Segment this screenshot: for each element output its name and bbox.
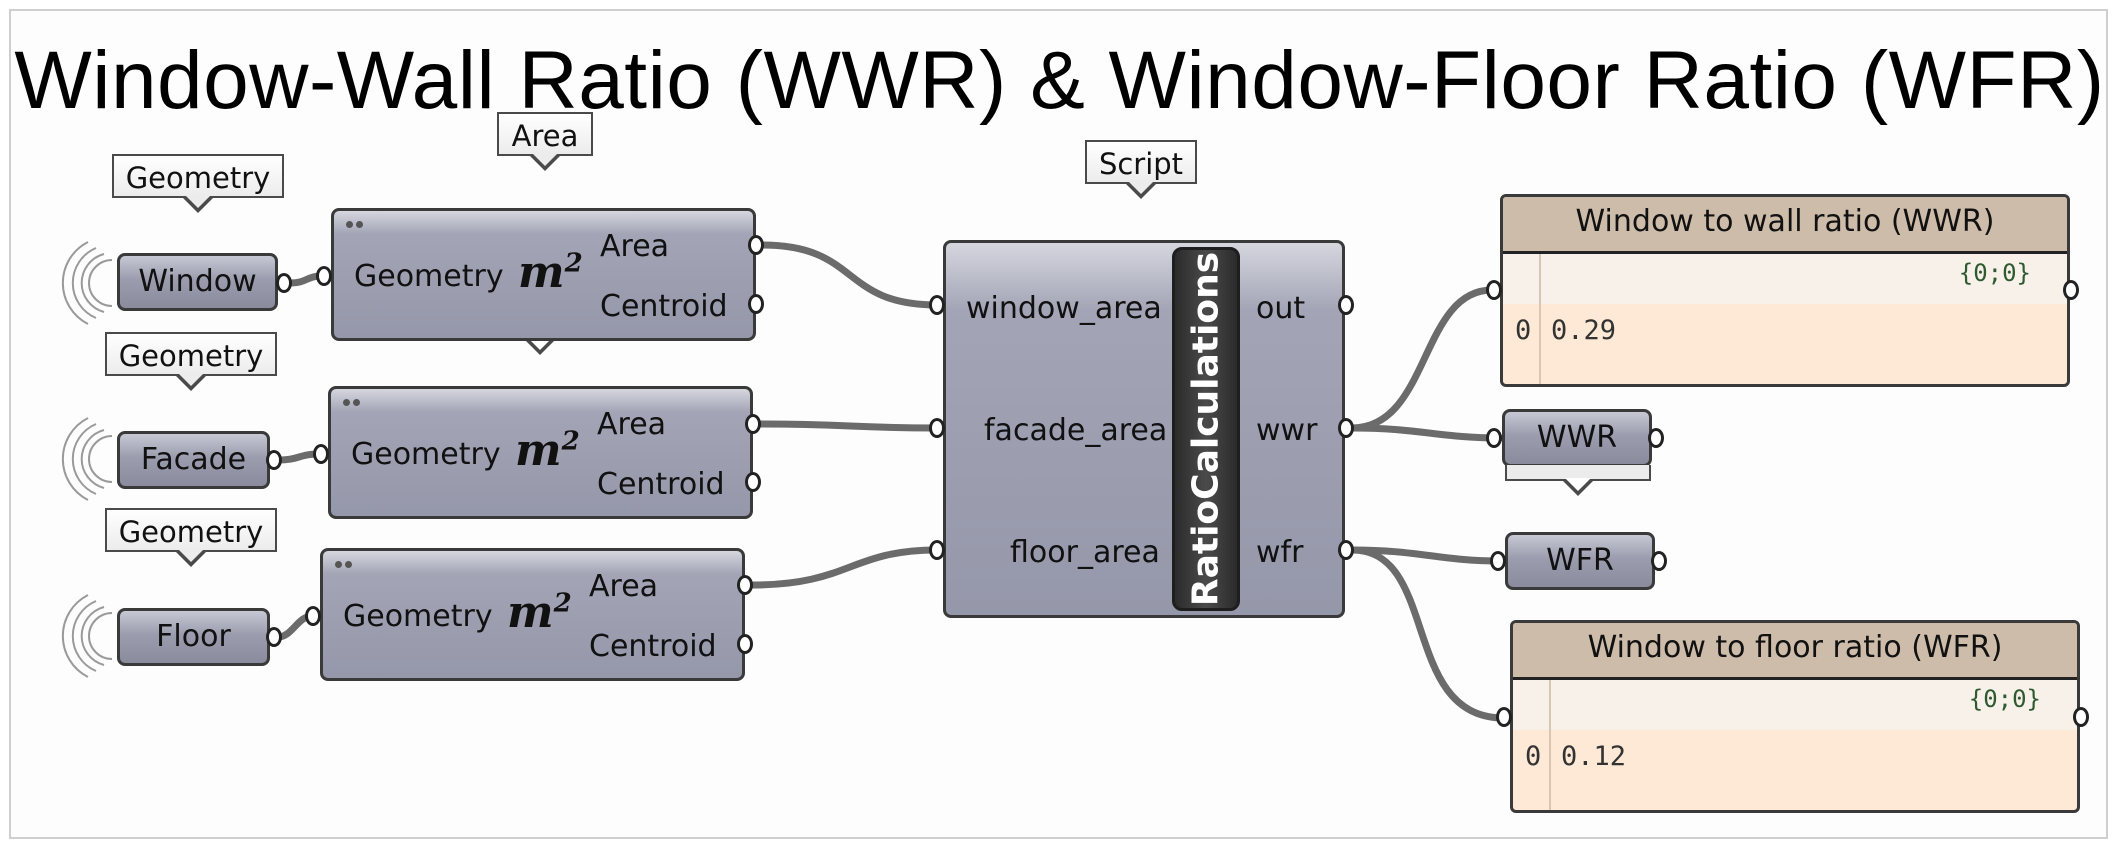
output-area: Area xyxy=(600,229,670,264)
param-facade[interactable]: Facade xyxy=(117,431,270,489)
port-area3-in[interactable] xyxy=(305,606,321,626)
port-floor-area-in[interactable] xyxy=(929,540,945,560)
grip-dots xyxy=(335,553,359,568)
port-wwr-param-in[interactable] xyxy=(1486,428,1502,448)
script-input-floor-area: floor_area xyxy=(1010,535,1160,570)
port-area2-in[interactable] xyxy=(313,444,329,464)
param-wfr[interactable]: WFR xyxy=(1505,532,1655,590)
grip-dots xyxy=(346,213,370,228)
area-pointer xyxy=(524,337,556,355)
area-component-window[interactable]: Geometry m2 Area Centroid xyxy=(331,208,756,341)
port-area2-area-out[interactable] xyxy=(745,414,761,434)
output-area: Area xyxy=(589,569,659,604)
input-geometry: Geometry xyxy=(354,259,504,294)
wwr-tag-pointer xyxy=(1562,478,1594,496)
diagram-title: Window-Wall Ratio (WWR) & Window-Floor R… xyxy=(14,35,2105,126)
port-facade-area-in[interactable] xyxy=(929,418,945,438)
script-output-wfr: wfr xyxy=(1256,535,1304,570)
port-panel2-in[interactable] xyxy=(1496,707,1512,727)
param-floor[interactable]: Floor xyxy=(117,608,270,666)
port-panel2-out[interactable] xyxy=(2073,707,2089,727)
port-area2-centroid-out[interactable] xyxy=(745,472,761,492)
tag-geometry-window: Geometry xyxy=(112,154,284,213)
tag-geometry-facade: Geometry xyxy=(105,332,277,391)
port-area1-centroid-out[interactable] xyxy=(748,294,764,314)
area-component-floor[interactable]: Geometry m2 Area Centroid xyxy=(320,548,745,681)
panel-path: {0;0} xyxy=(1968,685,2041,713)
panel-value: 0.29 xyxy=(1551,315,1617,346)
script-component[interactable]: window_area facade_area floor_area Ratio… xyxy=(943,240,1345,618)
tag-label: Script xyxy=(1098,147,1184,181)
script-output-wwr: wwr xyxy=(1256,413,1318,448)
panel-value: 0.12 xyxy=(1561,741,1627,772)
tag-label: Area xyxy=(511,119,579,153)
panel-path: {0;0} xyxy=(1958,259,2031,287)
panel-wwr[interactable]: Window to wall ratio (WWR) {0;0} 0 0.29 xyxy=(1500,194,2070,387)
area-symbol: m2 xyxy=(515,425,580,476)
tag-geometry-floor: Geometry xyxy=(105,508,277,567)
input-geometry: Geometry xyxy=(343,599,493,634)
panel-path-row xyxy=(1513,680,2077,730)
script-name: RatioCalculations xyxy=(1185,251,1227,607)
tag-label: Geometry xyxy=(118,339,264,373)
port-floor-out[interactable] xyxy=(266,627,282,647)
panel-path-row xyxy=(1503,254,2067,304)
port-wwr-param-out[interactable] xyxy=(1648,428,1664,448)
port-area1-in[interactable] xyxy=(316,266,332,286)
port-wfr-param-out[interactable] xyxy=(1651,551,1667,571)
script-name-bar[interactable]: RatioCalculations xyxy=(1172,247,1240,611)
tag-area: Area xyxy=(497,112,593,171)
param-wwr[interactable]: WWR xyxy=(1502,409,1652,467)
area-symbol: m2 xyxy=(518,247,583,298)
area-component-facade[interactable]: Geometry m2 Area Centroid xyxy=(328,386,753,519)
port-area3-centroid-out[interactable] xyxy=(737,634,753,654)
tag-label: Geometry xyxy=(125,161,271,195)
script-output-out: out xyxy=(1256,291,1306,326)
panel-wfr[interactable]: Window to floor ratio (WFR) {0;0} 0 0.12 xyxy=(1510,620,2080,813)
output-centroid: Centroid xyxy=(597,467,725,502)
port-panel1-in[interactable] xyxy=(1486,280,1502,300)
panel-gutter xyxy=(1549,680,1551,810)
tag-label: Geometry xyxy=(118,515,264,549)
area-symbol: m2 xyxy=(507,587,572,638)
port-wfr-param-in[interactable] xyxy=(1490,551,1506,571)
script-input-window-area: window_area xyxy=(966,291,1162,326)
input-geometry: Geometry xyxy=(351,437,501,472)
port-wfr-out[interactable] xyxy=(1338,540,1354,560)
port-out-out[interactable] xyxy=(1338,295,1354,315)
port-area1-area-out[interactable] xyxy=(748,235,764,255)
panel-index: 0 xyxy=(1525,741,1542,772)
param-window[interactable]: Window xyxy=(117,253,278,311)
port-window-area-in[interactable] xyxy=(929,295,945,315)
port-area3-area-out[interactable] xyxy=(737,575,753,595)
port-panel1-out[interactable] xyxy=(2063,280,2079,300)
output-centroid: Centroid xyxy=(589,629,717,664)
panel-gutter xyxy=(1539,254,1541,384)
output-centroid: Centroid xyxy=(600,289,728,324)
panel-header: Window to wall ratio (WWR) xyxy=(1503,197,2067,254)
port-facade-out[interactable] xyxy=(266,450,282,470)
grip-dots xyxy=(343,391,367,406)
panel-index: 0 xyxy=(1515,315,1532,346)
tag-script: Script xyxy=(1085,140,1197,199)
port-wwr-out[interactable] xyxy=(1338,418,1354,438)
script-input-facade-area: facade_area xyxy=(984,413,1168,448)
panel-header: Window to floor ratio (WFR) xyxy=(1513,623,2077,680)
port-window-out[interactable] xyxy=(276,273,292,293)
output-area: Area xyxy=(597,407,667,442)
